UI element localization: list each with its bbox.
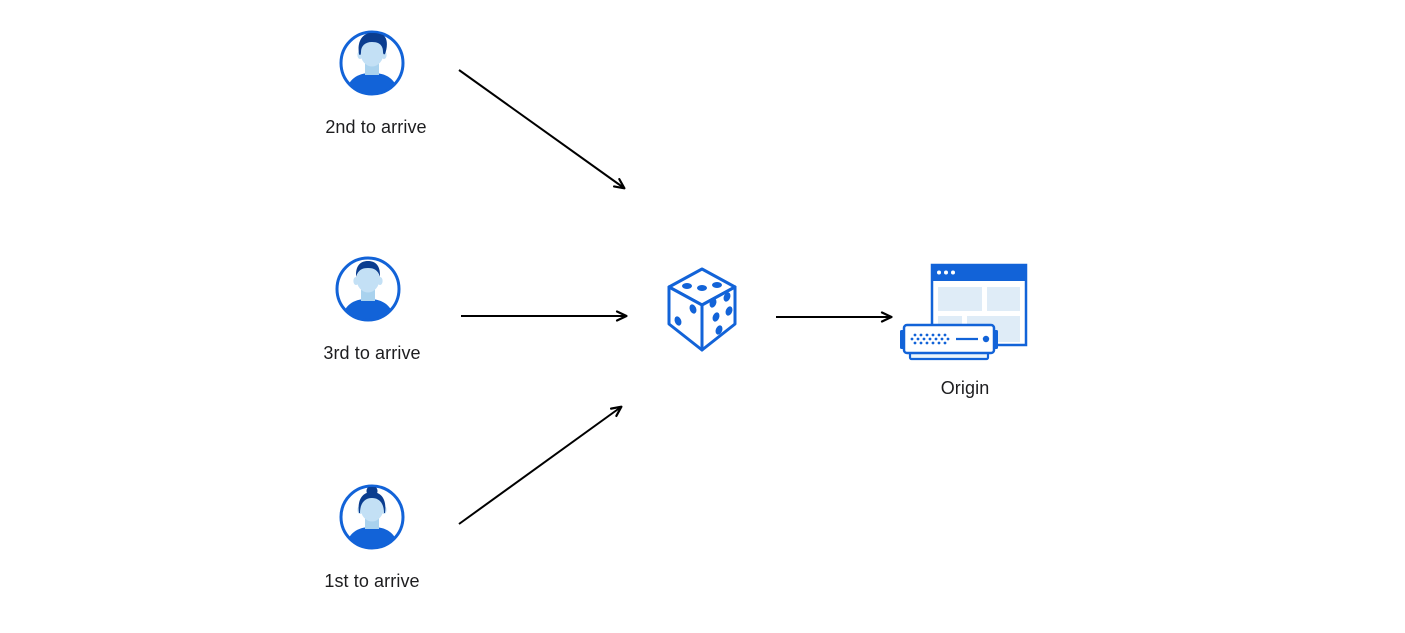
- arrow-user1st-to-dice: [458, 405, 623, 525]
- node-dice: [665, 266, 739, 354]
- node-origin: Origin: [898, 262, 1030, 398]
- female-avatar-bun-icon: [339, 484, 405, 550]
- node-label-origin: Origin: [940, 378, 990, 398]
- server-led-icon: [982, 335, 990, 343]
- male-avatar-flat-hair-icon: [335, 256, 401, 322]
- node-label-user-3rd: 3rd to arrive: [323, 343, 421, 363]
- node-label-user-2nd: 2nd to arrive: [325, 117, 427, 137]
- node-user-1st: 1st to arrive: [324, 483, 420, 591]
- dice-icon: [667, 267, 737, 352]
- server-icon: [900, 323, 998, 361]
- male-avatar-swept-hair-icon: [339, 30, 405, 96]
- node-label-user-1st: 1st to arrive: [324, 571, 420, 591]
- node-user-3rd: 3rd to arrive: [323, 255, 421, 363]
- node-user-2nd: 2nd to arrive: [325, 29, 427, 137]
- origin-browser-and-server-icon: [900, 263, 1028, 361]
